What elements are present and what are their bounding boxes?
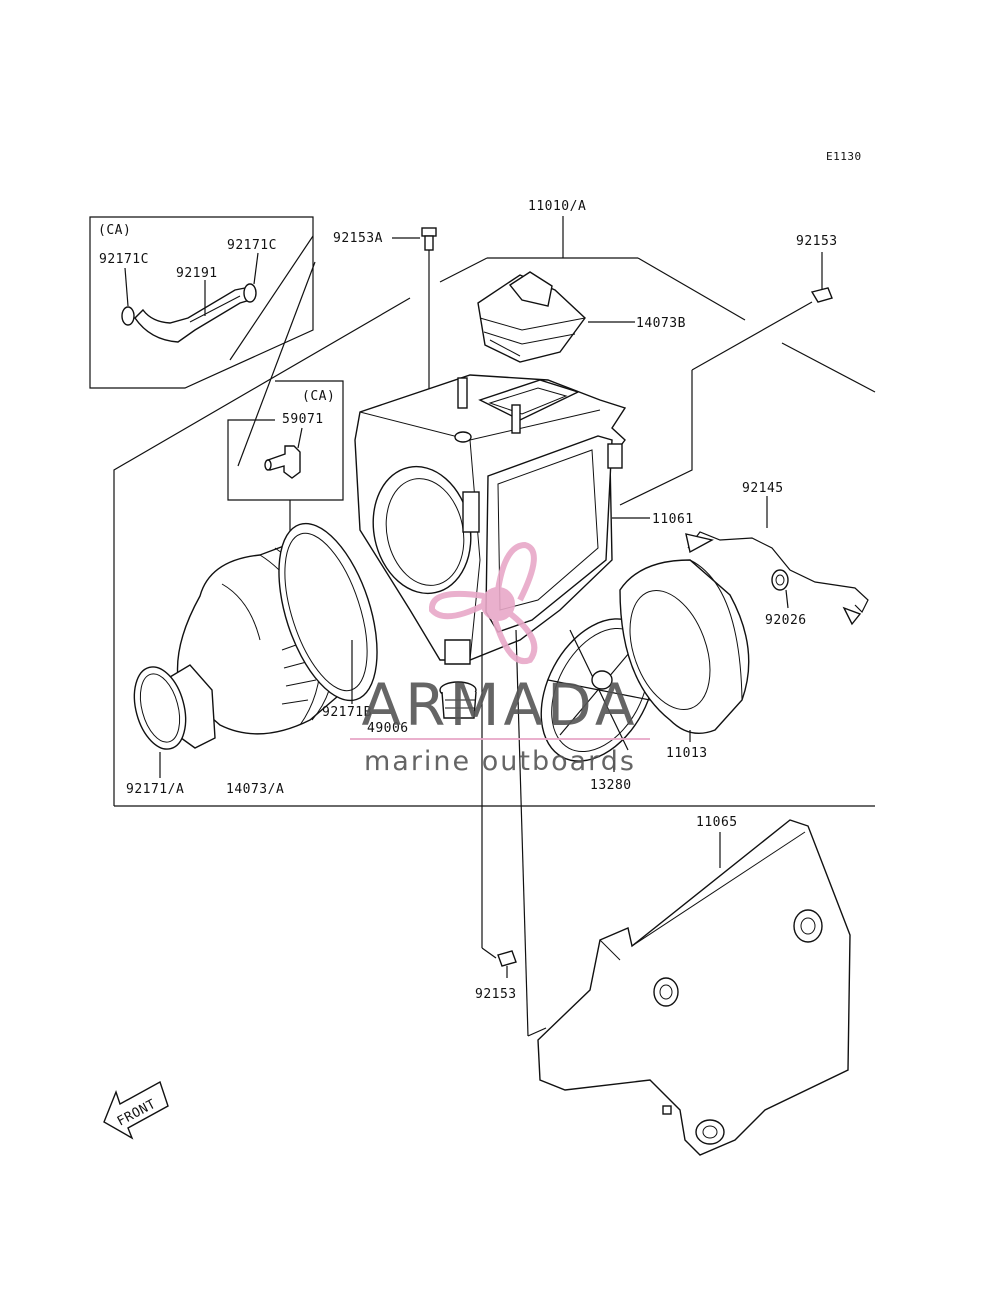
screw-92153-top [619, 287, 833, 506]
part-label-92153-top[interactable]: 92153 [796, 234, 838, 249]
part-label-92171a[interactable]: 92171/A [126, 782, 184, 797]
part-label-13280[interactable]: 13280 [590, 778, 632, 793]
propeller-logo-icon [429, 541, 538, 665]
ca-box-fitting: (CA) 59071 [227, 380, 344, 612]
part-label-49006[interactable]: 49006 [367, 721, 409, 736]
part-label-92171c-right[interactable]: 92171C [227, 238, 277, 253]
screw-92153-bottom [497, 950, 517, 978]
part-label-14073a[interactable]: 14073/A [226, 782, 284, 797]
part-label-11061[interactable]: 11061 [652, 512, 694, 527]
part-label-92191[interactable]: 92191 [176, 266, 218, 281]
frame-lines [113, 257, 876, 807]
ca-label-2: (CA) [302, 389, 335, 404]
front-arrow-icon: FRONT [103, 1080, 169, 1140]
part-label-14073b[interactable]: 14073B [636, 316, 686, 331]
watermark-brand: ARMADA [361, 671, 638, 739]
part-11065-cover [537, 819, 851, 1156]
part-label-11013[interactable]: 11013 [666, 746, 708, 761]
part-11013 [619, 559, 750, 734]
part-label-92171b[interactable]: 92171B [322, 705, 372, 720]
part-label-11065[interactable]: 11065 [696, 815, 738, 830]
part-label-92145[interactable]: 92145 [742, 481, 784, 496]
part-49006 [439, 681, 477, 719]
part-label-92153-bottom[interactable]: 92153 [475, 987, 517, 1002]
part-92145-clip [685, 531, 869, 626]
diagram-code: E1130 [826, 150, 862, 163]
part-label-92153a[interactable]: 92153A [333, 231, 383, 246]
part-92026-grommet [771, 569, 789, 591]
watermark-tagline: marine outboards [364, 746, 636, 777]
part-label-11010a[interactable]: 11010/A [528, 199, 586, 214]
part-14073b: 14073B [477, 271, 686, 363]
part-label-59071[interactable]: 59071 [282, 412, 324, 427]
part-air-cleaner-case [354, 374, 627, 665]
part-label-92026[interactable]: 92026 [765, 613, 807, 628]
ca-box-hose: (CA) 92171C 92191 92171C [89, 216, 316, 467]
armada-watermark: ARMADA marine outboards [350, 541, 650, 777]
part-label-92171c-left[interactable]: 92171C [99, 252, 149, 267]
ca-label-1: (CA) [98, 223, 131, 238]
